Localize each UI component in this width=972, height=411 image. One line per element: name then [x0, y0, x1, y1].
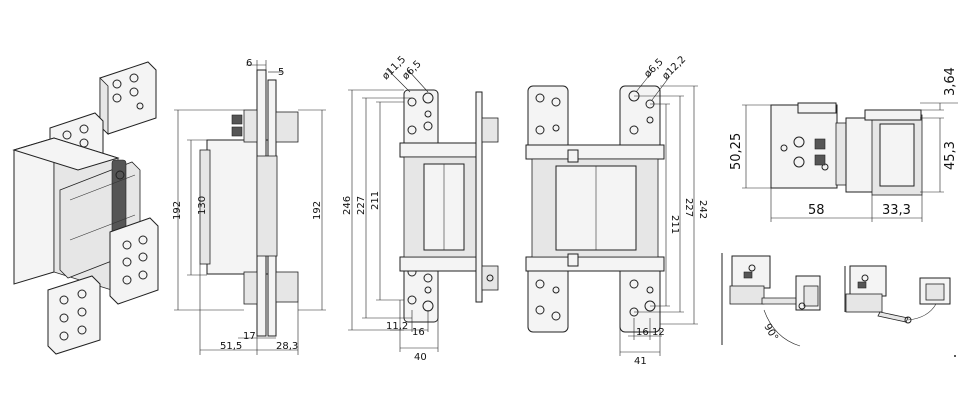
front-view: 246 227 211 ø11,5 ø6,5 11,2 16 40: [342, 54, 499, 363]
back-view: ø6,5 ø12,2 211 227 242 16 12 41: [525, 54, 708, 367]
dim-side-5: 5: [278, 67, 284, 78]
dim-front-11-2: 11,2: [386, 321, 408, 332]
opening-view-closed: [844, 265, 951, 324]
dim-back-12: 12: [652, 327, 665, 338]
dim-back-d12-2: ø12,2: [660, 54, 688, 82]
dim-top-33-3: 33,3: [882, 203, 911, 218]
dim-front-246: 246: [342, 196, 353, 215]
dim-top-45-3: 45,3: [943, 141, 958, 170]
dim-open-angle: 90°: [761, 322, 779, 343]
isometric-hinge-view: [12, 61, 159, 355]
opening-view-90-degree: 90°: [721, 253, 821, 347]
stray-dot: [954, 355, 956, 357]
dim-back-242: 242: [697, 200, 708, 219]
dim-front-40: 40: [414, 352, 427, 363]
side-view: 6 5 192 130 192 17 51,5 28,3: [172, 58, 326, 355]
dim-back-211: 211: [669, 215, 680, 234]
dim-top-3-64: 3,64: [943, 67, 958, 96]
dim-back-41: 41: [634, 356, 647, 367]
dim-side-6: 6: [246, 58, 252, 69]
dim-side-28-3: 28,3: [276, 341, 298, 352]
dim-front-227: 227: [356, 196, 367, 215]
dim-side-51-5: 51,5: [220, 341, 242, 352]
dim-back-16: 16: [636, 327, 649, 338]
dim-side-192-left: 192: [172, 201, 183, 220]
dim-front-16: 16: [412, 327, 425, 338]
dim-side-17: 17: [243, 331, 256, 342]
top-view: 50,25 3,64 45,3 58 33,3: [729, 67, 958, 222]
dim-side-130: 130: [197, 196, 208, 215]
dim-back-227: 227: [683, 198, 694, 217]
dim-top-50-25: 50,25: [729, 133, 744, 170]
dim-top-58: 58: [808, 203, 825, 218]
dim-side-192-right: 192: [312, 201, 323, 220]
dim-front-211: 211: [370, 191, 381, 210]
